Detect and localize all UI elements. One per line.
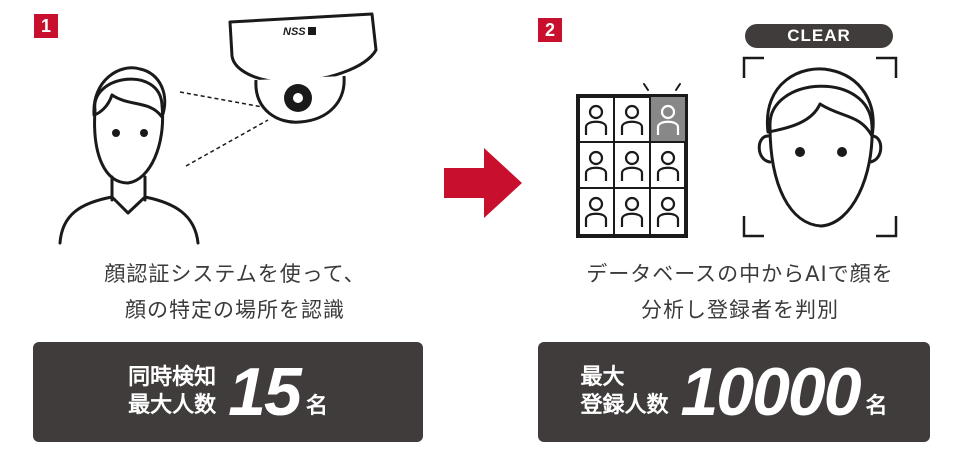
- step-1-caption-line-2: 顔の特定の場所を認識: [125, 298, 345, 322]
- camera-brand-label: NSS: [283, 26, 316, 38]
- face-eye-right: [837, 147, 847, 157]
- step-2-badge: 2: [538, 18, 562, 42]
- stat-labels: 最大 登録人数: [580, 364, 668, 420]
- stat-label-line-1: 最大: [580, 365, 625, 390]
- stat-value: 10000: [680, 354, 861, 430]
- grid-person-icon: [656, 150, 680, 181]
- grid-person-icon: [584, 150, 608, 181]
- camera-sight-lines: [179, 91, 269, 167]
- step-1-caption: 顔認証システムを使って、 顔の特定の場所を認識: [40, 256, 430, 328]
- stat-labels: 同時検知 最大人数: [128, 364, 216, 420]
- dome-camera-icon: [228, 12, 378, 124]
- clear-status-label: CLEAR: [745, 24, 893, 48]
- stat-label-line-2: 登録人数: [580, 393, 669, 418]
- grid-person-icon: [620, 196, 644, 227]
- grid-person-icon: [584, 104, 608, 135]
- grid-person-icon: [620, 104, 644, 135]
- max-registration-stat: 最大 登録人数 10000 名: [538, 342, 930, 442]
- grid-person-icon: [656, 104, 680, 135]
- simultaneous-detection-stat: 同時検知 最大人数 15 名: [33, 342, 423, 442]
- step-2-caption: データベースの中からAIで顔を 分析し登録者を判別: [540, 256, 940, 328]
- face-database-grid: [576, 83, 688, 238]
- stat-label-line-1: 同時検知: [128, 365, 217, 390]
- grid-person-icon: [656, 196, 680, 227]
- scan-frame-corners: [742, 56, 898, 238]
- step-1-badge: 1: [34, 14, 58, 38]
- step-2-caption-line-1: データベースの中からAIで顔を: [586, 262, 894, 286]
- arrow-right-icon: [444, 148, 522, 218]
- stat-value: 15: [228, 354, 302, 430]
- stat-unit: 名: [305, 394, 328, 419]
- stat-unit: 名: [865, 394, 888, 419]
- grid-person-icon: [620, 150, 644, 181]
- face-eye-left: [795, 147, 805, 157]
- face-scan-illustration: [742, 56, 898, 238]
- person-illustration: [58, 66, 200, 245]
- grid-person-icon: [584, 196, 608, 227]
- stat-label-line-2: 最大人数: [128, 393, 217, 418]
- camera-brand-mark: [307, 27, 316, 35]
- person-eye-right: [140, 129, 148, 137]
- step-2-caption-line-2: 分析し登録者を判別: [641, 298, 839, 322]
- person-eye-left: [112, 129, 120, 137]
- step-1-caption-line-1: 顔認証システムを使って、: [104, 262, 366, 286]
- alert-marks-icon: [643, 83, 681, 91]
